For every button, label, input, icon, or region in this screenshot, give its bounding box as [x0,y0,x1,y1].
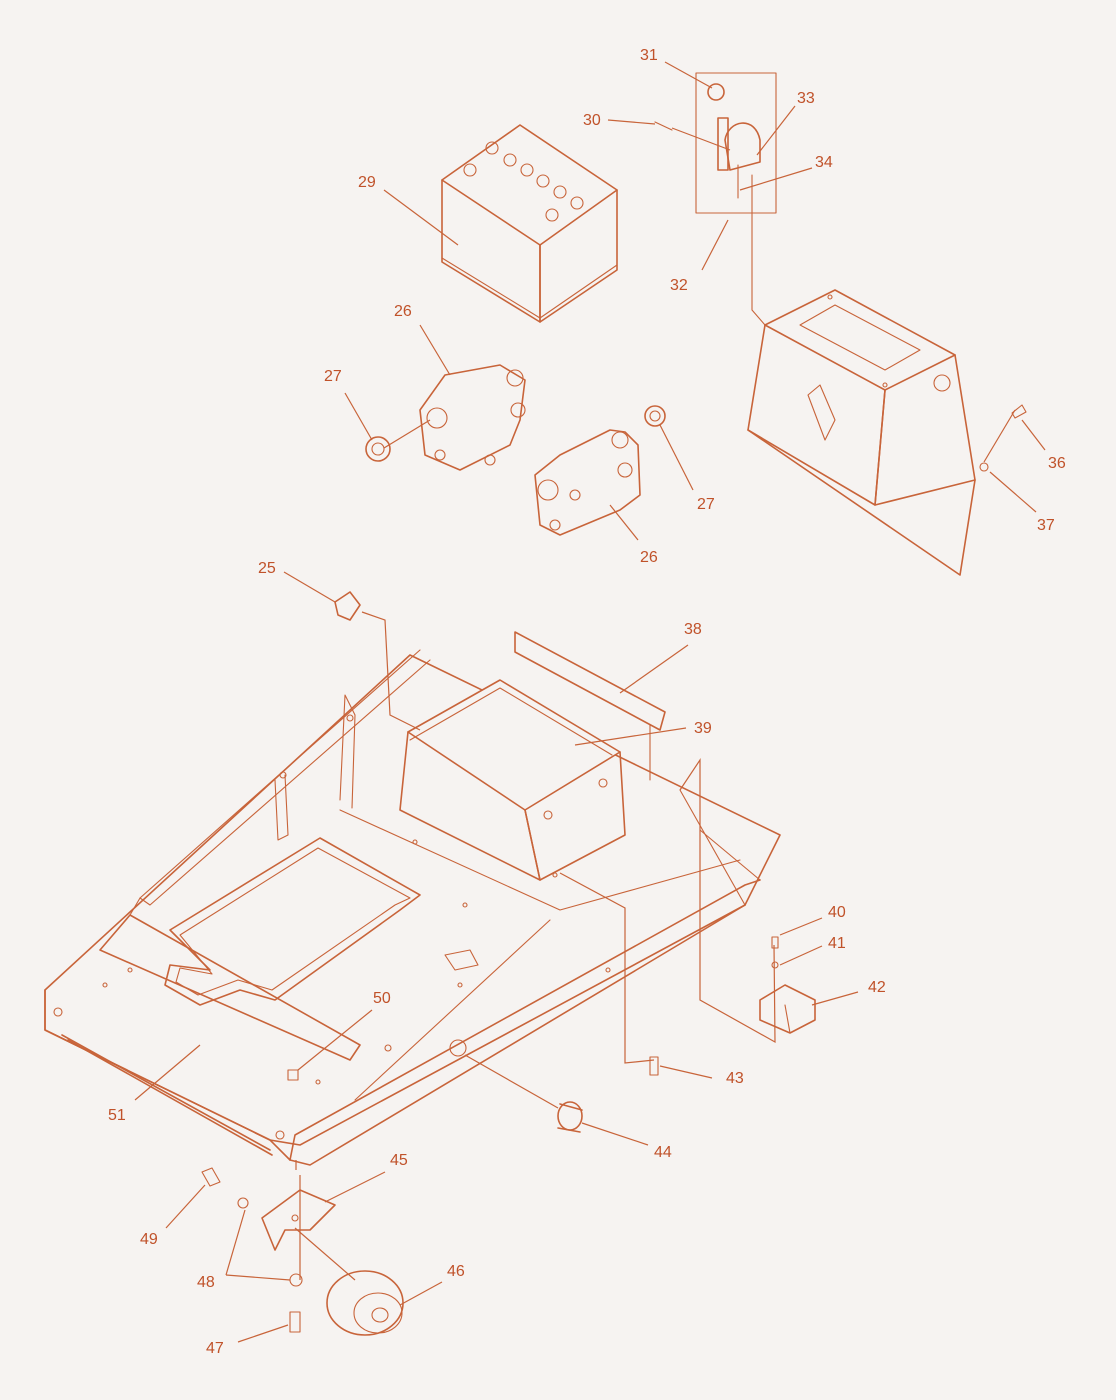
callout-34: 34 [815,154,833,171]
cover-housing [747,289,976,576]
bracket-left [419,364,526,471]
screw-43 [649,1056,659,1076]
callout-33: 33 [797,90,815,107]
callout-38: 38 [684,621,702,638]
screw-30 [654,121,673,131]
callout-41: 41 [828,935,846,952]
mount-left [365,436,391,462]
callout-31: 31 [640,47,658,64]
bushing-44 [557,1101,583,1133]
callout-27: 27 [697,496,715,513]
callout-37: 37 [1037,517,1055,534]
callout-36: 36 [1048,455,1066,472]
battery [441,124,618,323]
callout-50: 50 [373,990,391,1007]
bolt-47 [289,1311,301,1333]
callout-51: 51 [108,1107,126,1124]
callout-labels: 25 26 26 27 27 29 30 31 32 33 34 36 37 3… [108,47,1066,1357]
knob-25 [334,591,361,621]
callout-26: 26 [640,549,658,566]
bolt-49 [201,1167,221,1187]
callout-39: 39 [694,720,712,737]
roller-46 [326,1270,404,1336]
callout-49: 49 [140,1231,158,1248]
base-frame [44,649,781,1166]
screw-40 [771,936,779,949]
switch-assembly [695,72,777,326]
callout-48: 48 [197,1274,215,1291]
callout-25: 25 [258,560,276,577]
screw-50 [287,1069,299,1081]
screw-36 [1011,404,1027,419]
callout-29: 29 [358,174,376,191]
bracket-right [534,429,641,536]
battery-box [399,679,626,881]
leader-lines [134,61,1046,1343]
washer-37 [979,462,989,472]
callout-46: 46 [447,1263,465,1280]
mount-right [644,405,666,427]
callout-27: 27 [324,368,342,385]
callout-30: 30 [583,112,601,129]
callout-26: 26 [394,303,412,320]
callout-42: 42 [868,979,886,996]
battery-pad [514,631,666,781]
relay-42 [759,984,816,1034]
washer-41 [771,961,779,969]
callout-45: 45 [390,1152,408,1169]
callout-32: 32 [670,277,688,294]
callout-47: 47 [206,1340,224,1357]
callout-44: 44 [654,1144,672,1161]
pulley-bracket-45 [261,1189,336,1251]
callout-43: 43 [726,1070,744,1087]
callout-40: 40 [828,904,846,921]
